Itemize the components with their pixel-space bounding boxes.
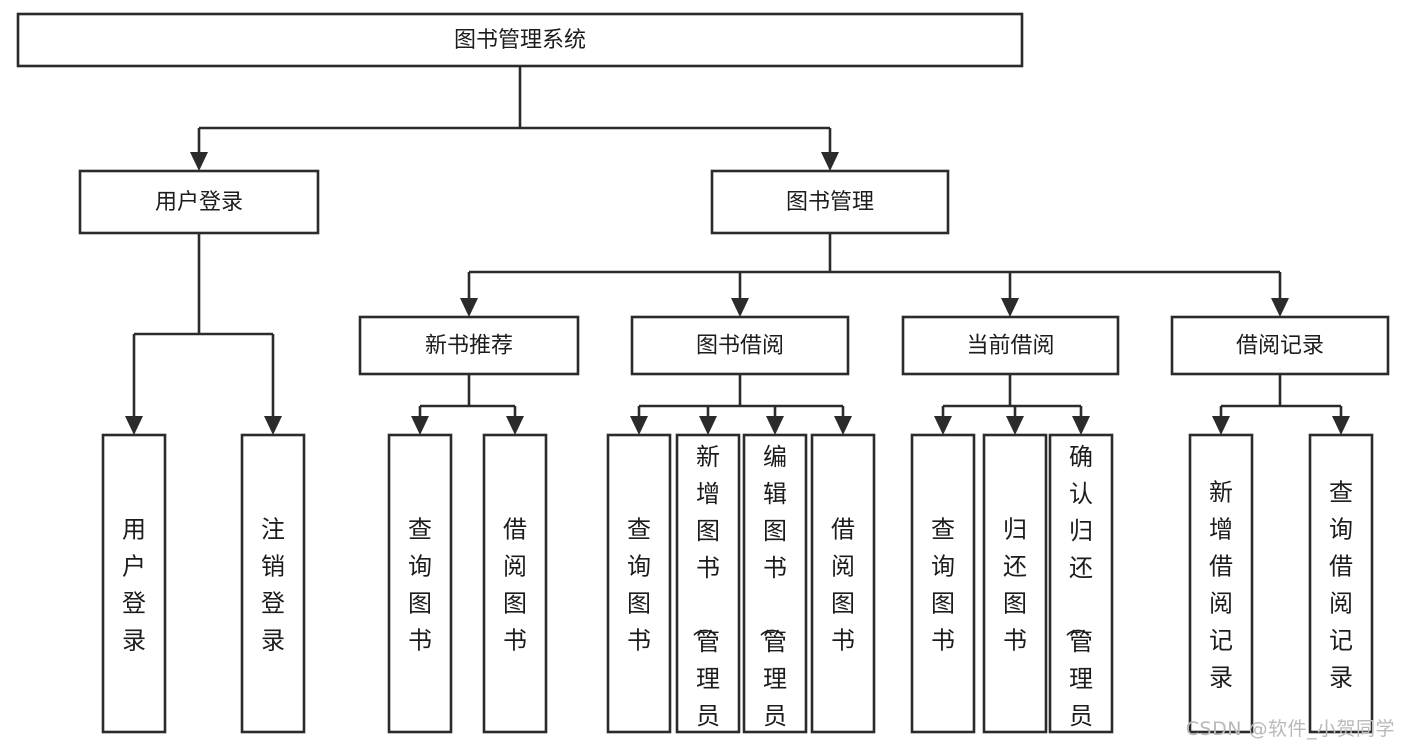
leaf-node-12[interactable]: 查询借阅记录: [1308, 433, 1374, 734]
arrowhead-icon: [411, 416, 429, 435]
leaf-node-6-box[interactable]: [742, 433, 808, 734]
arrowhead-icon: [506, 416, 524, 435]
level3-node-3-label: 借阅记录: [1236, 334, 1324, 359]
arrowhead-icon: [460, 298, 478, 317]
root-node-system-label: 图书管理系统: [454, 28, 586, 53]
level2-node-1[interactable]: 图书管理: [710, 169, 950, 235]
leaf-node-2-box[interactable]: [387, 433, 453, 734]
arrowhead-icon: [264, 416, 282, 435]
root-node-system[interactable]: 图书管理系统: [16, 12, 1024, 68]
leaf-node-7-box[interactable]: [810, 433, 876, 734]
leaf-node-1-label: 注销登录: [261, 516, 285, 655]
leaf-node-5[interactable]: 新增图书（管理员）: [675, 433, 741, 747]
level2-node-0-label: 用户登录: [155, 190, 243, 215]
leaf-node-10-box[interactable]: [1048, 433, 1114, 734]
arrowhead-icon: [934, 416, 952, 435]
leaf-node-8-box[interactable]: [910, 433, 976, 734]
leaf-node-12-label: 查询借阅记录: [1329, 479, 1353, 692]
nodes-layer: 图书管理系统用户登录图书管理新书推荐图书借阅当前借阅借阅记录用户登录注销登录查询…: [16, 12, 1390, 747]
leaf-node-11-box[interactable]: [1188, 433, 1254, 734]
arrowhead-icon: [1006, 416, 1024, 435]
leaf-node-10[interactable]: 确认归还（管理员）: [1048, 433, 1114, 747]
leaf-node-6-label: 编辑图书（管理员）: [757, 443, 787, 747]
leaf-node-10-label: 确认归还（管理员）: [1063, 443, 1093, 747]
leaf-node-1[interactable]: 注销登录: [240, 433, 306, 734]
leaf-node-1-box[interactable]: [240, 433, 306, 734]
arrowhead-icon: [1271, 298, 1289, 317]
leaf-node-12-box[interactable]: [1308, 433, 1374, 734]
arrowhead-icon: [190, 152, 208, 171]
level3-node-0[interactable]: 新书推荐: [358, 315, 580, 376]
level3-node-2-box[interactable]: [901, 315, 1120, 376]
leaf-node-11[interactable]: 新增借阅记录: [1188, 433, 1254, 734]
level3-node-1-label: 图书借阅: [696, 334, 784, 359]
level3-node-2[interactable]: 当前借阅: [901, 315, 1120, 376]
arrowhead-icon: [1001, 298, 1019, 317]
level3-node-0-box[interactable]: [358, 315, 580, 376]
leaf-node-3[interactable]: 借阅图书: [482, 433, 548, 734]
arrowhead-icon: [834, 416, 852, 435]
level2-node-1-box[interactable]: [710, 169, 950, 235]
arrowhead-icon: [699, 416, 717, 435]
edges-layer: [125, 66, 1350, 435]
leaf-node-11-label: 新增借阅记录: [1209, 479, 1233, 692]
level3-node-3-box[interactable]: [1170, 315, 1390, 376]
arrowhead-icon: [821, 152, 839, 171]
leaf-node-4-label: 查询图书: [627, 516, 651, 655]
leaf-node-2-label: 查询图书: [408, 516, 432, 655]
leaf-node-3-label: 借阅图书: [503, 516, 527, 655]
arrowhead-icon: [766, 416, 784, 435]
leaf-node-4[interactable]: 查询图书: [606, 433, 672, 734]
arrowhead-icon: [1072, 416, 1090, 435]
leaf-node-3-box[interactable]: [482, 433, 548, 734]
leaf-node-5-label: 新增图书（管理员）: [690, 443, 720, 747]
arrowhead-icon: [1332, 416, 1350, 435]
leaf-node-0[interactable]: 用户登录: [101, 433, 167, 734]
leaf-node-4-box[interactable]: [606, 433, 672, 734]
leaf-node-2[interactable]: 查询图书: [387, 433, 453, 734]
arrowhead-icon: [731, 298, 749, 317]
level3-node-2-label: 当前借阅: [966, 334, 1054, 359]
leaf-node-5-box[interactable]: [675, 433, 741, 734]
level2-node-1-label: 图书管理: [786, 190, 874, 215]
arrowhead-icon: [630, 416, 648, 435]
level3-node-3[interactable]: 借阅记录: [1170, 315, 1390, 376]
leaf-node-8-label: 查询图书: [931, 516, 955, 655]
leaf-node-6[interactable]: 编辑图书（管理员）: [742, 433, 808, 747]
leaf-node-9-box[interactable]: [982, 433, 1048, 734]
leaf-node-8[interactable]: 查询图书: [910, 433, 976, 734]
level2-node-0-box[interactable]: [78, 169, 320, 235]
level3-node-0-label: 新书推荐: [425, 334, 513, 359]
level2-node-0[interactable]: 用户登录: [78, 169, 320, 235]
leaf-node-7-label: 借阅图书: [831, 516, 855, 655]
arrowhead-icon: [125, 416, 143, 435]
root-node-system-box[interactable]: [16, 12, 1024, 68]
arrowhead-icon: [1212, 416, 1230, 435]
level3-node-1-box[interactable]: [630, 315, 850, 376]
level3-node-1[interactable]: 图书借阅: [630, 315, 850, 376]
leaf-node-9[interactable]: 归还图书: [982, 433, 1048, 734]
leaf-node-7[interactable]: 借阅图书: [810, 433, 876, 734]
leaf-node-9-label: 归还图书: [1003, 516, 1027, 655]
leaf-node-0-label: 用户登录: [122, 516, 146, 655]
leaf-node-0-box[interactable]: [101, 433, 167, 734]
